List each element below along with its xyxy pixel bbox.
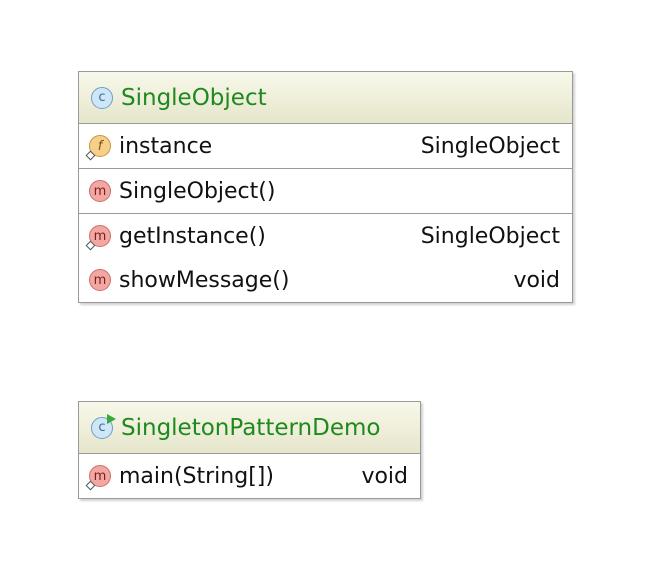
field-name: instance xyxy=(119,133,213,159)
class-icon: c xyxy=(91,413,116,439)
method-return-type: SingleObject xyxy=(420,223,560,249)
method-icon: m xyxy=(89,269,111,291)
class-header[interactable]: c SingleObject xyxy=(79,72,572,124)
class-box-singletonpatterndemo[interactable]: c SingletonPatternDemo m main(String[]) … xyxy=(78,401,421,499)
method-icon: m xyxy=(85,225,111,251)
method-row[interactable]: m getInstance() SingleObject xyxy=(79,214,572,258)
runnable-marker-icon xyxy=(107,413,116,424)
method-name: showMessage() xyxy=(119,267,290,293)
field-type: SingleObject xyxy=(420,133,560,159)
method-row[interactable]: m showMessage() void xyxy=(79,258,572,302)
class-name: SingleObject xyxy=(121,84,267,111)
field-icon: f xyxy=(85,135,111,161)
methods-section: m getInstance() SingleObject m showMessa… xyxy=(79,214,572,302)
method-icon: m xyxy=(85,465,111,491)
method-icon: m xyxy=(89,180,111,202)
class-icon: c xyxy=(91,86,113,109)
constructor-row[interactable]: m SingleObject() xyxy=(79,169,572,213)
field-row[interactable]: f instance SingleObject xyxy=(79,124,572,168)
method-name: main(String[]) xyxy=(119,463,274,489)
method-return-type: void xyxy=(361,463,408,489)
class-name: SingletonPatternDemo xyxy=(121,414,381,441)
constructors-section: m SingleObject() xyxy=(79,169,572,214)
method-row[interactable]: m main(String[]) void xyxy=(79,454,420,498)
class-box-singleobject[interactable]: c SingleObject f instance SingleObject m… xyxy=(78,71,573,303)
method-return-type: void xyxy=(513,267,560,293)
method-name: getInstance() xyxy=(119,223,266,249)
constructor-name: SingleObject() xyxy=(119,178,276,204)
methods-section: m main(String[]) void xyxy=(79,454,420,498)
class-header[interactable]: c SingletonPatternDemo xyxy=(79,402,420,454)
static-marker-icon xyxy=(85,150,96,161)
fields-section: f instance SingleObject xyxy=(79,124,572,169)
